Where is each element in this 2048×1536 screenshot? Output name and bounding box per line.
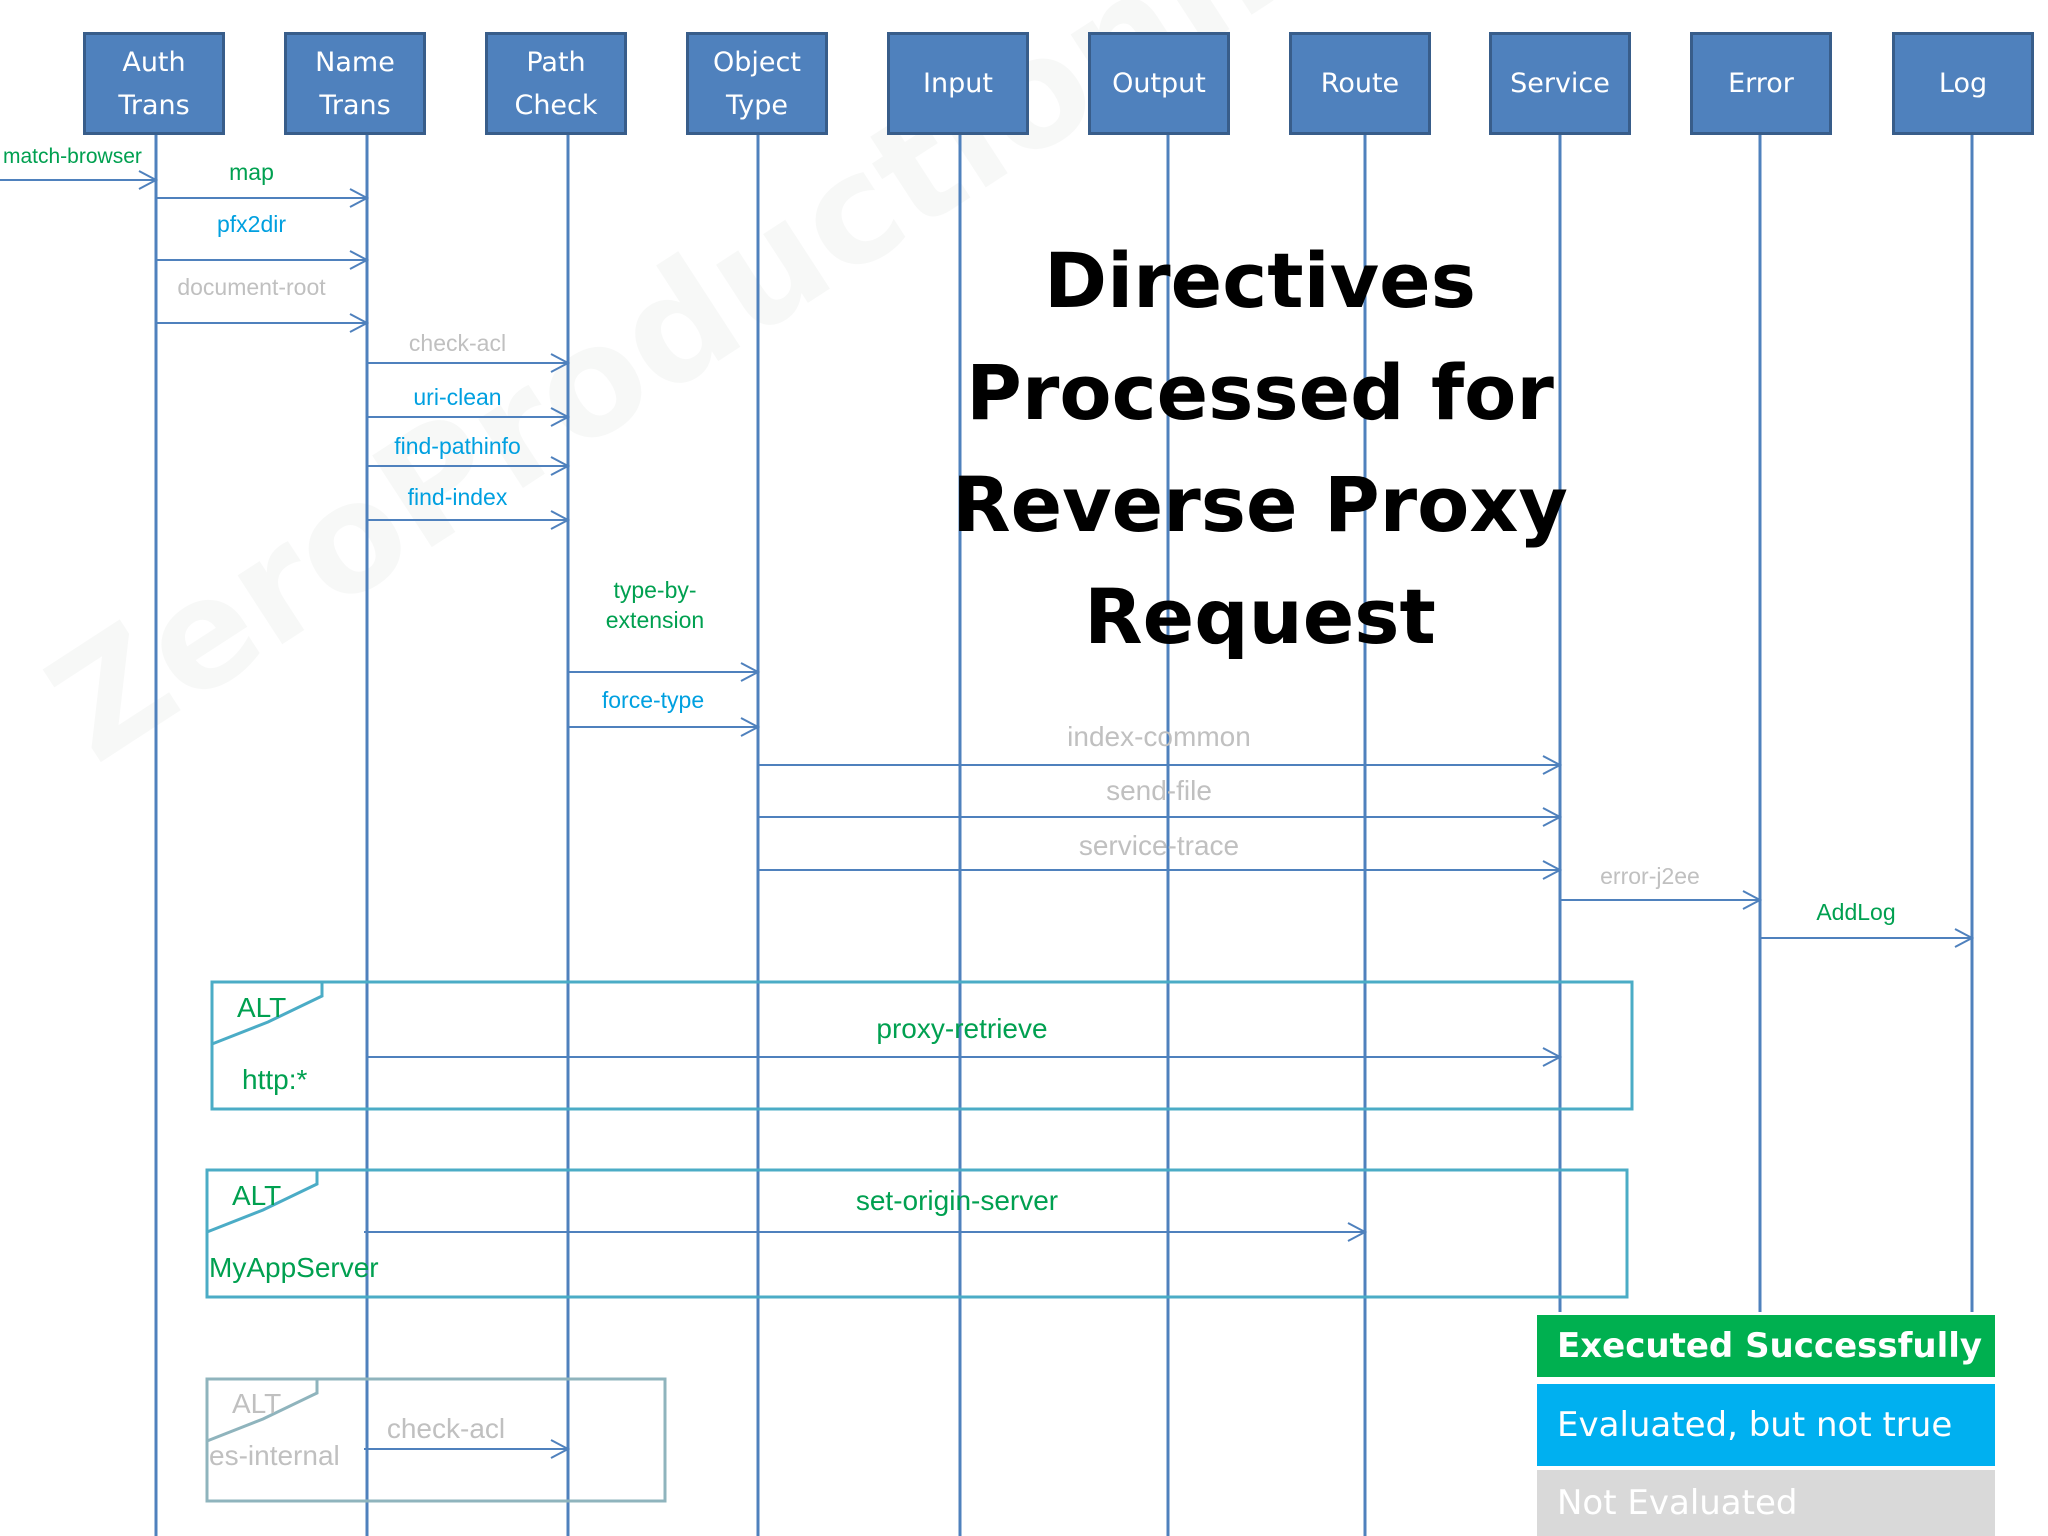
arrow-head	[349, 250, 370, 270]
alt-condition-label: es-internal	[209, 1440, 340, 1471]
arrow-head	[1954, 928, 1975, 948]
message-label: error-j2ee	[1600, 863, 1700, 889]
arrow-head	[550, 353, 571, 373]
lifeline-header-object-type: Object Type	[686, 32, 828, 135]
message-label: type-by-	[613, 577, 696, 603]
alt-fragment-tab	[211, 982, 324, 1046]
alt-fragment-tab	[206, 1170, 319, 1234]
message-label: map	[229, 159, 274, 185]
alt-condition-label: MyAppServer	[209, 1252, 379, 1283]
arrow-head	[550, 1439, 571, 1459]
message-label: uri-clean	[413, 384, 501, 410]
arrow-head	[349, 313, 370, 333]
arrow-head	[138, 170, 159, 190]
message-label: document-root	[177, 274, 326, 300]
alt-operator-label: ALT	[232, 1180, 281, 1211]
message-label: service-trace	[1079, 830, 1239, 861]
arrow-head	[1542, 755, 1563, 775]
message-label: proxy-retrieve	[876, 1013, 1047, 1044]
arrow-head	[550, 407, 571, 427]
message-label: index-common	[1067, 721, 1251, 752]
message-label: pfx2dir	[217, 211, 286, 237]
arrow-head	[1347, 1222, 1368, 1242]
lifeline-header-output: Output	[1088, 32, 1230, 135]
alt-fragment	[205, 1168, 1629, 1299]
arrow-head	[1542, 860, 1563, 880]
lifeline-header-log: Log	[1892, 32, 2034, 135]
arrow-head	[550, 510, 571, 530]
legend-item: Not Evaluated	[1537, 1470, 1995, 1536]
alt-operator-label: ALT	[237, 992, 286, 1023]
message-label: check-acl	[409, 330, 506, 356]
arrow-head	[1742, 890, 1763, 910]
lifeline-header-service: Service	[1489, 32, 1631, 135]
lifeline-header-error: Error	[1690, 32, 1832, 135]
alt-fragment-tab	[206, 1379, 319, 1443]
message-label: find-pathinfo	[394, 433, 521, 459]
arrow-head	[740, 662, 761, 682]
lifeline-header-route: Route	[1289, 32, 1431, 135]
arrow-head	[349, 188, 370, 208]
alt-operator-label: ALT	[232, 1388, 281, 1419]
alt-fragment	[210, 980, 1634, 1111]
lifeline-header-input: Input	[887, 32, 1029, 135]
lifeline-header-name-trans: Name Trans	[284, 32, 426, 135]
legend-item: Evaluated, but not true	[1537, 1384, 1995, 1466]
arrow-head	[550, 456, 571, 476]
message-label: AddLog	[1816, 899, 1895, 925]
message-label: match-browser	[3, 145, 142, 168]
arrow-head	[740, 717, 761, 737]
message-label: check-acl	[387, 1413, 505, 1444]
alt-condition-label: http:*	[242, 1064, 307, 1095]
message-label: set-origin-server	[856, 1185, 1058, 1216]
legend-item: Executed Successfully	[1537, 1315, 1995, 1377]
message-label: send-file	[1106, 775, 1212, 806]
message-label: extension	[606, 607, 704, 633]
lifeline-header-auth-trans: Auth Trans	[83, 32, 225, 135]
lifeline-header-path-check: Path Check	[485, 32, 627, 135]
arrow-head	[1542, 1047, 1563, 1067]
message-label: find-index	[408, 484, 508, 510]
message-label: force-type	[602, 687, 704, 713]
diagram-title: Directives Processed for Reverse Proxy R…	[952, 236, 1568, 661]
arrow-head	[1542, 807, 1563, 827]
